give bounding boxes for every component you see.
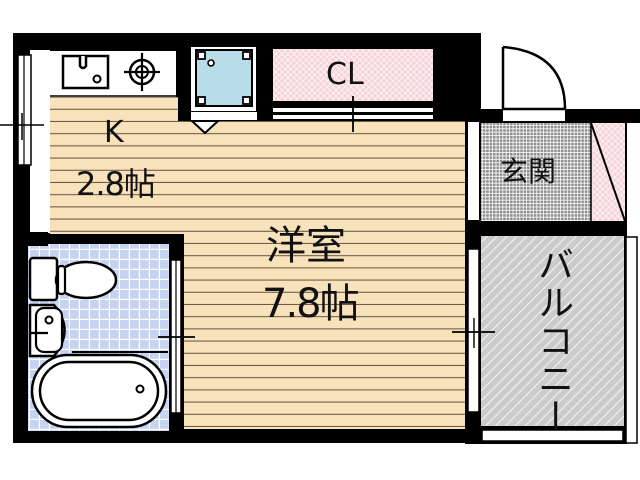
closet bbox=[273, 49, 433, 132]
western-room-floor bbox=[50, 97, 465, 429]
kitchen-window bbox=[0, 50, 50, 233]
entrance bbox=[468, 122, 626, 222]
balcony-window bbox=[452, 248, 495, 413]
toilet-icon bbox=[28, 256, 118, 302]
balcony-label: バルコニー bbox=[532, 246, 573, 436]
balcony bbox=[481, 236, 638, 444]
western-room-label: 洋室 bbox=[266, 223, 346, 269]
washing-machine-icon bbox=[189, 47, 257, 135]
bathroom-door bbox=[158, 259, 195, 414]
gas-stove-icon bbox=[124, 53, 160, 91]
entrance-label: 玄関 bbox=[500, 155, 557, 188]
western-room-area: 7.8帖 bbox=[262, 281, 360, 327]
washbasin-icon bbox=[28, 303, 168, 358]
kitchen-area: 2.8帖 bbox=[76, 165, 156, 203]
sink-icon bbox=[61, 54, 110, 90]
entry-door-icon bbox=[500, 45, 568, 121]
closet-label: CL bbox=[326, 57, 364, 92]
kitchen-label: K bbox=[104, 115, 124, 150]
bathtub-icon bbox=[30, 353, 168, 429]
